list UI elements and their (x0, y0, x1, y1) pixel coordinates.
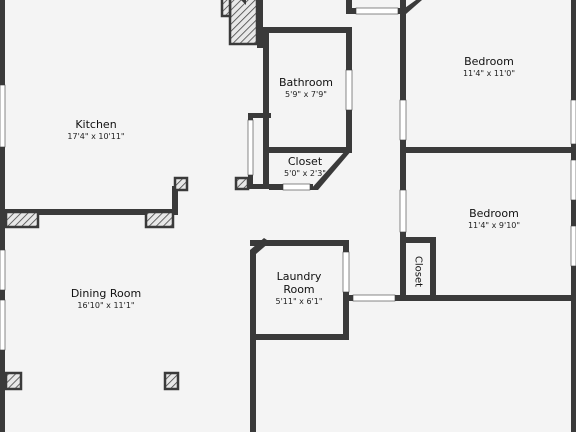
room-dimensions: 5'9" x 7'9" (285, 90, 327, 99)
room-dimensions: 16'10" x 11'1" (77, 301, 135, 310)
room-label-closet-side: Closet (412, 255, 424, 288)
bathroom-top-stub (346, 0, 352, 14)
column-group (4, 0, 259, 391)
bathroom-left-wall (263, 27, 269, 187)
laundry-left-wall (250, 250, 256, 432)
upper-stub (257, 0, 263, 15)
room-label-bedroom-mid: Bedroom 11'4" x 9'10" (468, 207, 520, 231)
column-mid-kitchen (144, 210, 175, 229)
column-pantry-post (234, 176, 250, 191)
room-name-line2: Room (283, 283, 315, 296)
dining-window-upper (0, 249, 6, 291)
room-label-kitchen: Kitchen 17'4" x 10'11" (67, 118, 124, 142)
laundry-top-wall (250, 240, 349, 246)
pantry-opening (247, 119, 254, 176)
window-group (0, 7, 576, 351)
column-dining-left (4, 371, 23, 391)
hall-top-gap (355, 7, 399, 15)
room-name-line1: Laundry (276, 270, 322, 283)
closet-door-gap (282, 183, 311, 191)
side-closet-right-wall (430, 237, 436, 299)
pantry-top-wall (248, 113, 271, 118)
room-label-bedroom-top: Bedroom 11'4" x 11'0" (463, 55, 515, 79)
bedroom-divider-wall (400, 147, 576, 153)
room-dimensions: 5'0" x 2'3" (284, 169, 326, 178)
closet-top-wall (269, 147, 352, 153)
bedroom-bottom-wall (396, 295, 576, 301)
bathroom-door-gap (345, 69, 353, 111)
bedroom2-door-gap (399, 189, 407, 233)
dining-window-lower (0, 299, 6, 351)
pantry-bottom-wall (248, 184, 274, 189)
bathroom-top-wall (257, 27, 352, 33)
room-name: Closet (287, 155, 323, 168)
room-label-bathroom: Bathroom 5'9" x 7'9" (279, 76, 333, 100)
room-name: Bedroom (464, 55, 514, 68)
laundry-bottom-wall (250, 334, 349, 340)
room-label-laundry: Laundry Room 5'11" x 6'1" (275, 270, 322, 307)
room-name: Dining Room (70, 287, 142, 300)
right-exterior-wall (571, 0, 576, 432)
room-label-closet-center: Closet 5'0" x 2'3" (284, 155, 326, 179)
column-kitchen-post (173, 176, 189, 192)
bedroom-door-gap (399, 99, 407, 141)
side-closet-top-wall (400, 237, 436, 243)
left-exterior-wall (0, 0, 5, 432)
room-name: Kitchen (75, 118, 117, 131)
column-left-kitchen (4, 210, 40, 229)
room-name: Bedroom (469, 207, 519, 220)
kitchen-stub-wall (172, 186, 178, 215)
kitchen-right-wall (257, 0, 263, 48)
room-label-dining: Dining Room 16'10" x 11'1" (71, 287, 141, 311)
laundry-door-gap (352, 294, 396, 302)
hall-diagonal-wall (402, 0, 422, 14)
bedroom-window-top (570, 99, 576, 145)
laundry-diagonal-wall (250, 238, 270, 254)
hall-top-stub (400, 0, 406, 14)
closet-diagonal-wall (310, 150, 352, 190)
room-dimensions: 17'4" x 10'11" (67, 132, 125, 141)
column-dining-right (163, 371, 180, 391)
kitchen-dining-wall (5, 209, 175, 215)
bedroom-window-low (570, 225, 576, 267)
laundry-side-gap (342, 251, 350, 293)
chimney (228, 0, 259, 46)
room-name: Bathroom (278, 76, 334, 89)
chimney-corner-mark (241, 0, 246, 5)
chimney-step (220, 0, 232, 18)
kitchen-window (0, 84, 6, 148)
room-dimensions: 11'4" x 11'0" (462, 69, 516, 78)
bedroom-window-mid (570, 159, 576, 201)
room-dimensions: 5'11" x 6'1" (275, 297, 323, 306)
bedroom-left-wall (400, 14, 406, 296)
room-dimensions: 11'4" x 9'10" (467, 221, 521, 230)
